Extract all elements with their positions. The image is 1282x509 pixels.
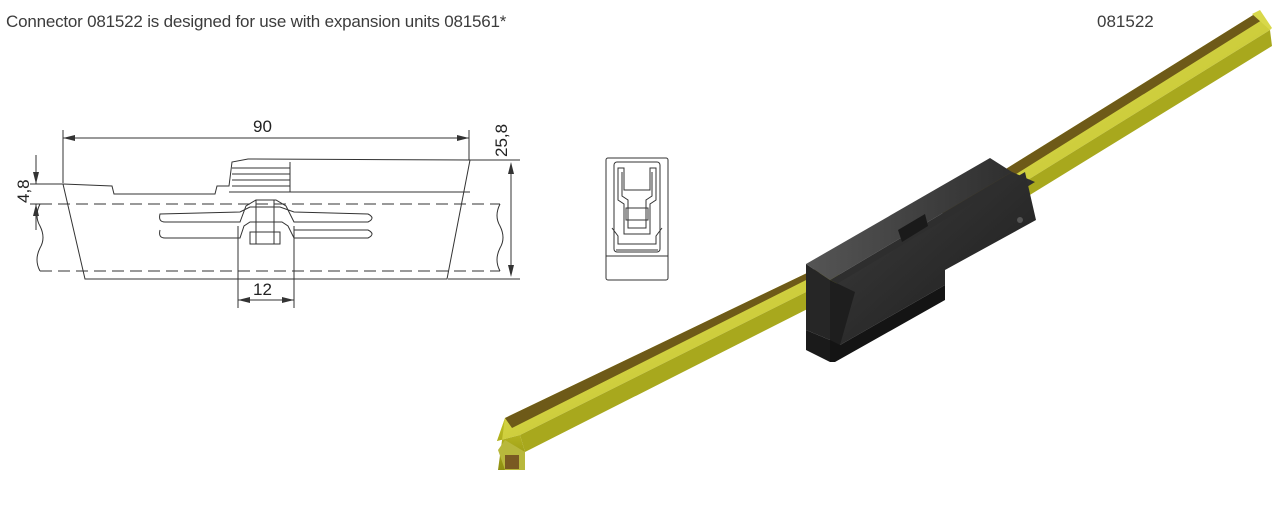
- connector-render: [497, 10, 1272, 470]
- dim-offset-label: 4,8: [14, 179, 33, 203]
- article-number: 081522: [1097, 12, 1154, 31]
- dim-height-label: 25,8: [492, 124, 511, 157]
- dim-length-label: 90: [253, 117, 272, 136]
- dim-width-label: 12: [253, 280, 272, 299]
- side-view: [30, 130, 520, 308]
- product-caption: Connector 081522 is designed for use wit…: [6, 12, 507, 31]
- front-view: [605, 157, 669, 281]
